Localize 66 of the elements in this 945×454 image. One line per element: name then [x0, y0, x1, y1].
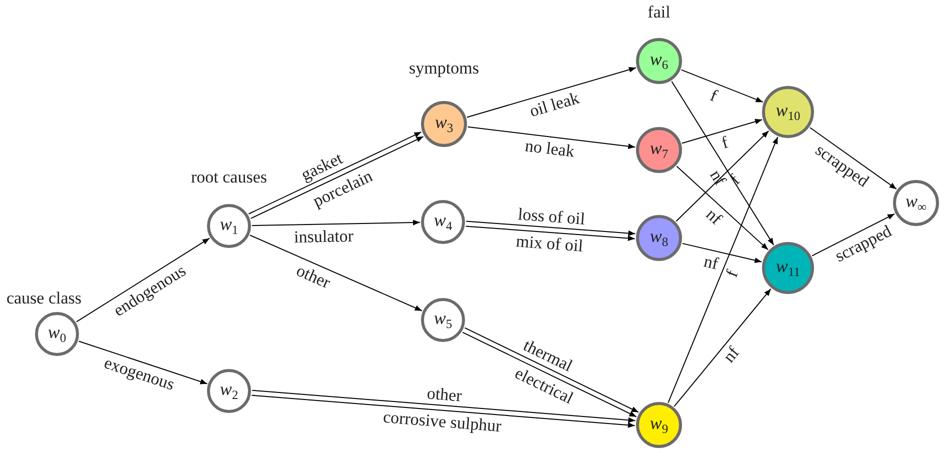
arrow: [466, 67, 636, 118]
state-circle: [762, 86, 814, 138]
edge-label: f: [720, 134, 730, 152]
state-circle: [636, 38, 682, 84]
column-heading: fail: [648, 4, 670, 20]
state-circle: [421, 298, 465, 342]
state-circle: [35, 312, 79, 356]
state-label: w$_{9}$: [650, 413, 668, 437]
state-label: w$_{0}$: [48, 322, 66, 346]
state-circle: [636, 215, 682, 261]
edge-label: nf: [702, 252, 720, 272]
state-label: w$_{6}$: [650, 49, 668, 73]
state-label: w$_{7}$: [650, 138, 668, 162]
state-circle: [762, 242, 814, 294]
state-label: w$_{8}$: [650, 226, 668, 250]
arrow: [676, 166, 769, 250]
edge-label: nf: [703, 206, 726, 228]
state-circle: [893, 180, 939, 226]
column-heading: root causes: [191, 168, 267, 186]
edge-label: nf: [720, 344, 742, 366]
state-label: w$_{11}$: [776, 256, 800, 280]
edge-label: loss of oil: [517, 206, 586, 228]
state-label: w$_{2}$: [220, 379, 238, 403]
arrow: [676, 130, 770, 222]
state-circle: [636, 402, 682, 448]
edge-label: insulator: [294, 227, 354, 246]
arrow: [252, 220, 420, 226]
arrow: [674, 288, 772, 407]
arrow: [78, 340, 208, 384]
state-label: w$_{4}$: [434, 210, 452, 234]
state-label: w$_{∞}$: [906, 191, 926, 215]
arrow: [682, 242, 762, 264]
state-circle: [636, 127, 682, 173]
edge-label: other: [426, 384, 463, 404]
arrow: [810, 127, 897, 190]
state-label: w$_{3}$: [434, 112, 454, 136]
arrow: [671, 80, 774, 246]
arrow: [465, 226, 636, 241]
state-label: w$_{1}$: [220, 214, 238, 238]
arrow: [812, 213, 896, 256]
state-label: w$_{10}$: [776, 100, 800, 124]
arrow: [250, 234, 422, 312]
arrow: [467, 126, 636, 150]
edge-label: oil leak: [528, 88, 582, 120]
arrow: [252, 390, 636, 423]
edge-label: f: [708, 86, 720, 104]
arrow: [76, 238, 210, 322]
arrow: [251, 394, 636, 428]
state-circle: [207, 369, 251, 413]
state-circle: [421, 101, 467, 147]
column-heading: cause class: [6, 290, 82, 306]
arrow: [680, 69, 764, 103]
edge-label: corrosive sulphur: [382, 408, 502, 435]
edge-label: mix of oil: [515, 232, 584, 254]
edge-label: nf: [706, 167, 729, 188]
arrow: [668, 136, 778, 404]
edge-label: no leak: [524, 138, 576, 160]
state-circle: [207, 204, 251, 248]
edge-label: other: [294, 262, 334, 292]
state-label: w$_{5}$: [434, 308, 452, 332]
column-heading: symptoms: [409, 60, 479, 76]
edge-label: f: [726, 171, 743, 188]
state-circle: [421, 200, 465, 244]
edge-label: f: [723, 268, 741, 280]
arrow: [466, 220, 636, 236]
arrow: [682, 118, 763, 144]
